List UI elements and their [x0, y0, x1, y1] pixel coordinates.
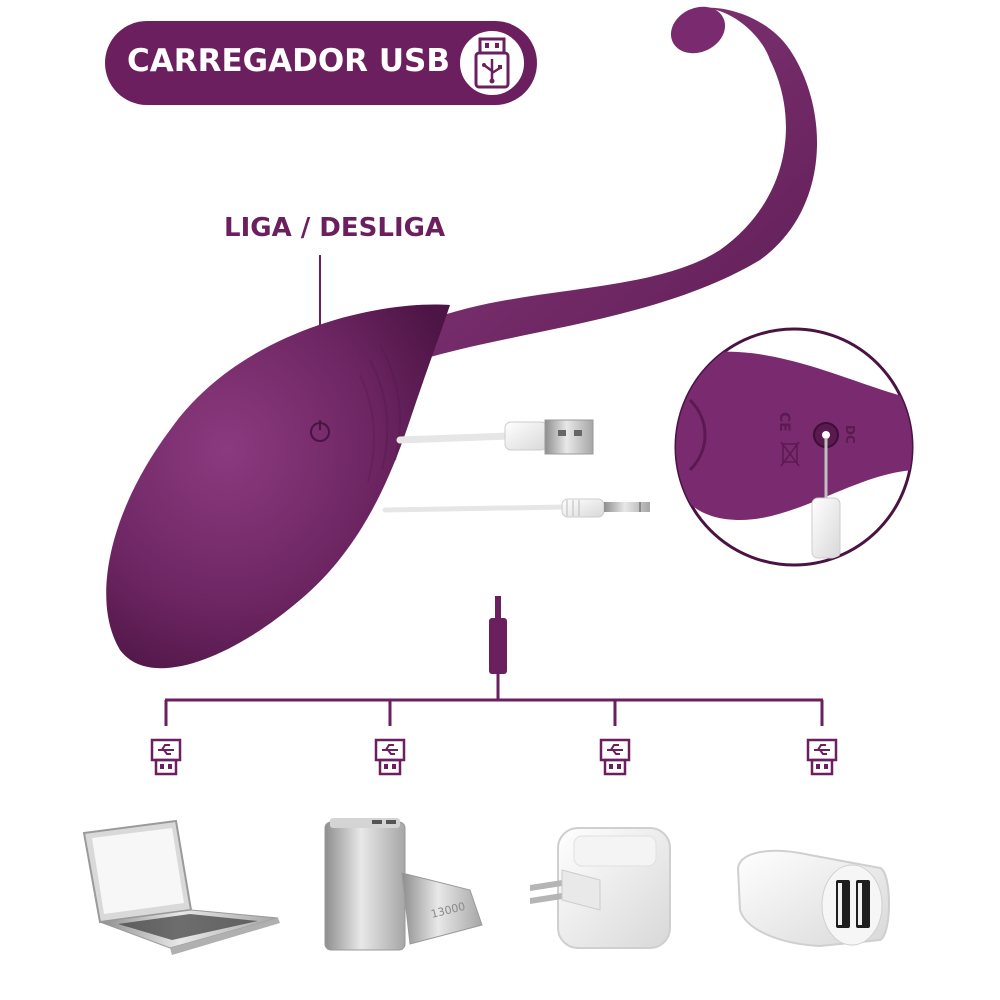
- usb-cable: [396, 419, 594, 455]
- badge-title: CARREGADOR USB: [127, 43, 450, 79]
- device-body: [106, 304, 450, 669]
- compatibility-tree: [164, 596, 824, 726]
- usb-stick-icon: [456, 27, 528, 99]
- usb-port-icon: [150, 738, 182, 776]
- usb-charger-badge: CARREGADOR USB: [105, 21, 537, 105]
- power-bank-icon: 13000: [324, 818, 483, 951]
- dc-mark: DC: [843, 425, 857, 444]
- power-switch-label: LIGA / DESLIGA: [224, 213, 446, 243]
- weee-bin-icon: [780, 441, 800, 467]
- usb-port-icon: [806, 738, 838, 776]
- wall-charger-icon: [530, 827, 671, 949]
- charging-port-detail-inset: CE DC: [674, 327, 914, 567]
- usb-port-icon: [374, 738, 406, 776]
- tail-tip: [670, 6, 726, 54]
- dc-cable: [382, 498, 650, 518]
- ce-mark: CE: [776, 412, 792, 432]
- power-button-icon: [310, 420, 330, 442]
- laptop-icon: [82, 819, 280, 955]
- usb-port-icon: [599, 738, 631, 776]
- car-charger-icon: [736, 849, 890, 948]
- device-tail: [420, 7, 818, 361]
